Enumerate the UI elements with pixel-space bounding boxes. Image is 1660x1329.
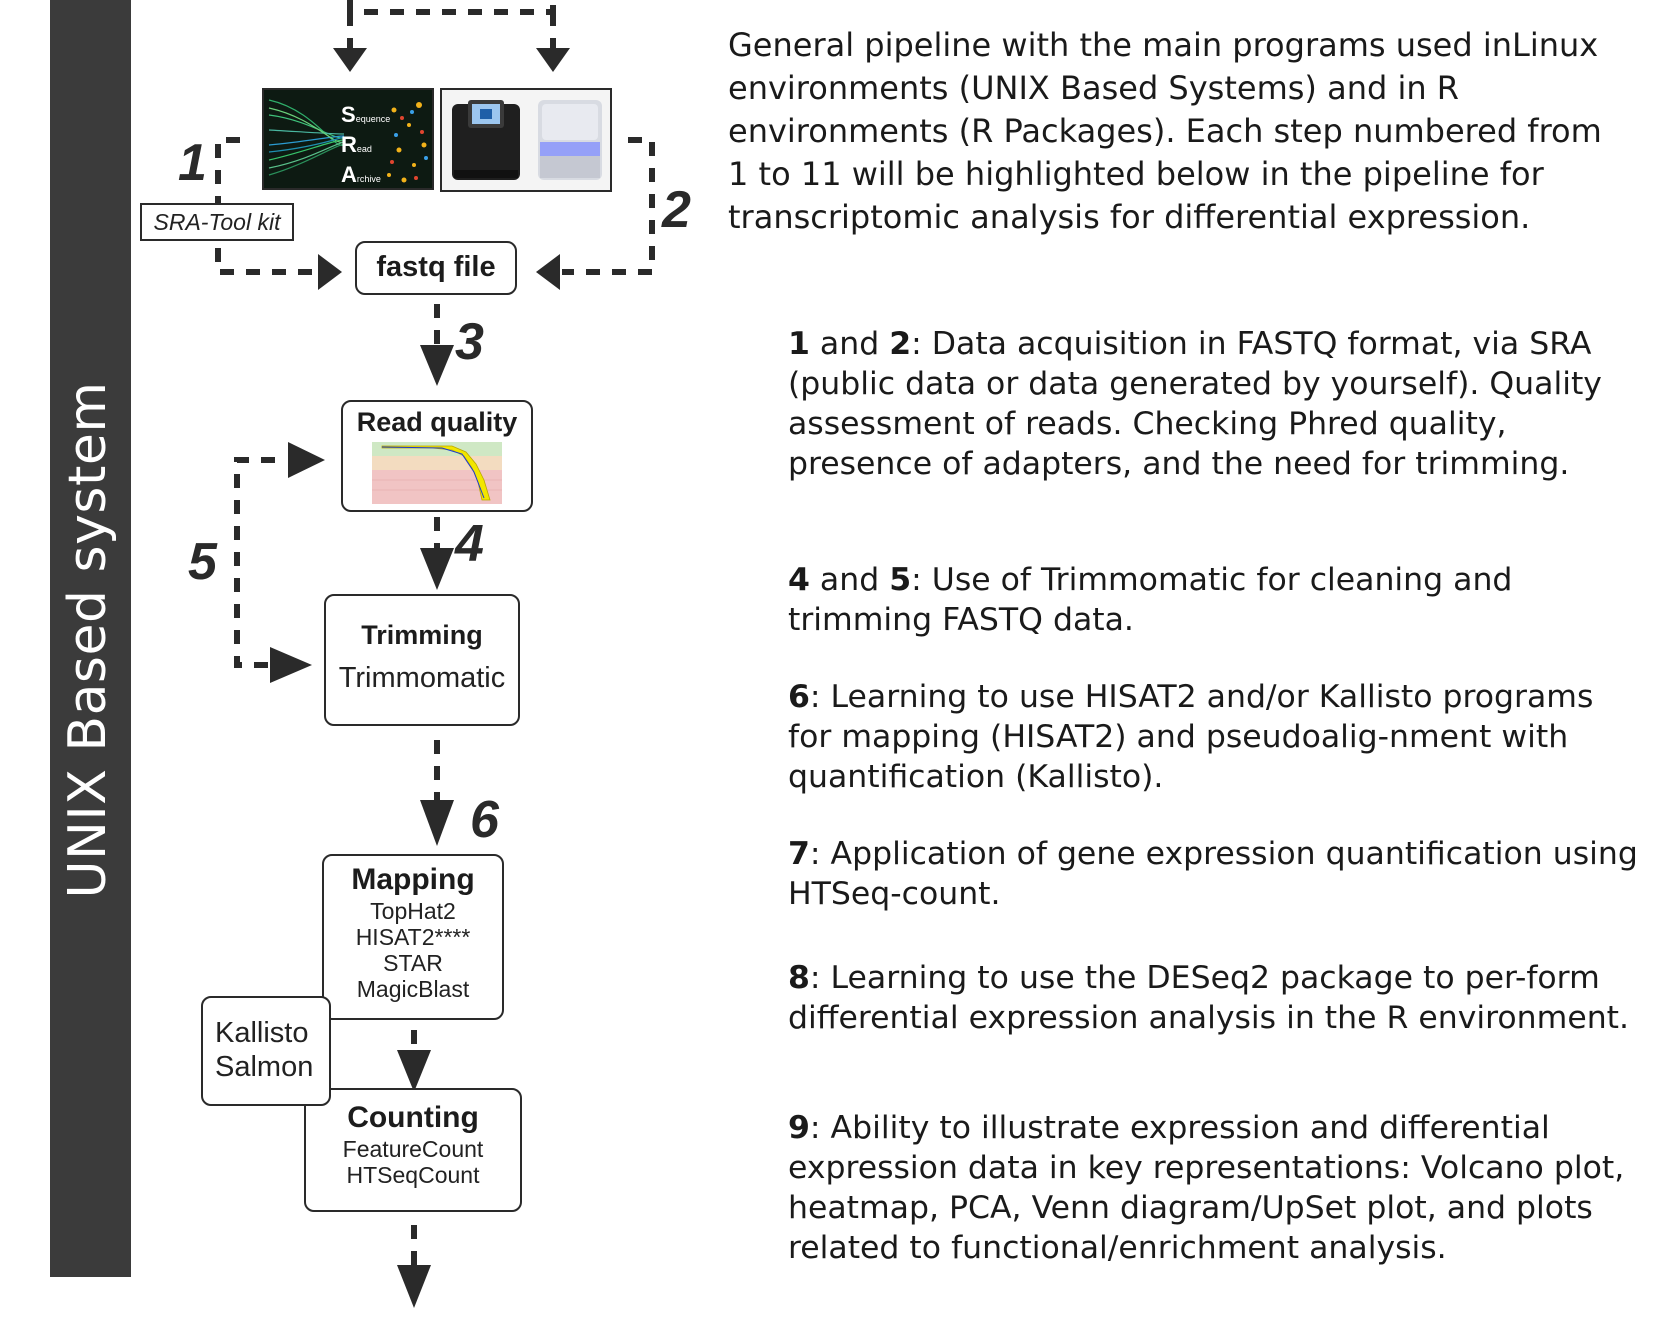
sra-toolkit-label: SRA-Tool kit	[140, 203, 294, 241]
arrowhead-step1	[318, 254, 342, 290]
sra-letter-r: R	[341, 132, 357, 157]
arrowhead-7	[397, 1050, 431, 1092]
item-joiner: and	[809, 326, 890, 362]
sra-logo-graphic	[264, 90, 432, 188]
arrowhead-5b	[270, 647, 312, 683]
mapping-box: Mapping TopHat2 HISAT2**** STAR MagicBla…	[322, 854, 504, 1020]
arrowhead-5a	[288, 442, 325, 478]
step2-connector	[562, 137, 655, 275]
arrowhead-3	[420, 345, 454, 386]
sra-logo-image: Sequence Read Archive	[262, 88, 434, 190]
trimming-box: Trimming Trimmomatic	[324, 594, 520, 726]
item-num-b: 5	[889, 562, 912, 598]
item-text: : Use of Trimmomatic for cleaning and tr…	[788, 562, 1513, 638]
counting-tool-featurecount: FeatureCount	[342, 1136, 484, 1162]
arrowhead-step2	[536, 254, 560, 290]
fastq-file-box: fastq file	[355, 241, 517, 295]
item-num-b: 2	[889, 326, 912, 362]
step-number-5: 5	[188, 533, 217, 591]
read-quality-plot	[372, 442, 502, 504]
description-item-8: 8: Learning to use the DESeq2 package to…	[788, 958, 1638, 1038]
mapping-tool-hisat2: HISAT2****	[355, 924, 471, 950]
pseudo-tool-kallisto: Kallisto	[215, 1017, 309, 1049]
sidebar-bar	[50, 0, 131, 1277]
counting-box: Counting FeatureCount HTSeqCount	[304, 1088, 522, 1212]
counting-tool-htseqcount: HTSeqCount	[346, 1162, 480, 1188]
mapping-title: Mapping	[351, 863, 475, 896]
item-num-a: 6	[788, 679, 810, 715]
sra-word-sequence: equence	[355, 114, 391, 124]
description-item-7: 7: Application of gene expression quanti…	[788, 834, 1638, 914]
item-num-a: 4	[788, 562, 810, 598]
item-text: : Learning to use the DESeq2 package to …	[788, 960, 1630, 1036]
step-number-2: 2	[662, 181, 691, 239]
item-text: : Learning to use HISAT2 and/or Kallisto…	[788, 679, 1594, 795]
arrowhead-out	[397, 1265, 431, 1308]
item-joiner: and	[809, 562, 890, 598]
arrowhead-sra	[333, 48, 367, 72]
sra-letter-s: S	[341, 102, 356, 127]
item-num-a: 8	[788, 960, 810, 996]
read-quality-box: Read quality	[341, 400, 533, 512]
item-num-a: 9	[788, 1110, 810, 1146]
sra-logo-text: Sequence Read Archive	[341, 102, 391, 188]
pipeline-intro: General pipeline with the main programs …	[728, 26, 1602, 236]
trimming-tool: Trimmomatic	[338, 662, 506, 694]
trimming-title: Trimming	[361, 620, 483, 650]
sra-letter-a: A	[341, 162, 357, 187]
step-number-6: 6	[470, 791, 499, 849]
step-number-3: 3	[455, 313, 484, 371]
pseudo-tool-salmon: Salmon	[215, 1051, 314, 1083]
description-item-6: 6: Learning to use HISAT2 and/or Kallist…	[788, 677, 1638, 797]
item-text: : Application of gene expression quantif…	[788, 836, 1638, 912]
description-item-1-2: 1 and 2: Data acquisition in FASTQ forma…	[788, 324, 1638, 484]
arrowhead-6	[420, 800, 454, 846]
fastq-file-title: fastq file	[376, 251, 496, 283]
read-quality-title: Read quality	[356, 407, 518, 437]
sra-word-read: ead	[356, 144, 372, 154]
description-item-9: 9: Ability to illustrate expression and …	[788, 1108, 1638, 1268]
sra-word-archive: rchive	[356, 174, 381, 184]
arrowhead-sequencers	[536, 48, 570, 72]
counting-title: Counting	[347, 1101, 479, 1134]
sequencer-image	[440, 88, 612, 192]
description-item-4-5: 4 and 5: Use of Trimmomatic for cleaning…	[788, 560, 1638, 640]
step5-loop	[234, 457, 275, 668]
item-num-a: 1	[788, 326, 810, 362]
step-number-1: 1	[178, 134, 207, 192]
mapping-tool-star: STAR	[383, 950, 443, 976]
top-connector	[347, 0, 556, 15]
sequencer-graphic	[442, 90, 610, 190]
item-num-a: 7	[788, 836, 810, 872]
mapping-tool-tophat2: TopHat2	[370, 898, 456, 924]
arrowhead-4	[420, 548, 454, 590]
step-number-4: 4	[455, 515, 484, 573]
item-text: : Ability to illustrate expression and d…	[788, 1110, 1625, 1266]
item-text: : Data acquisition in FASTQ format, via …	[788, 326, 1602, 482]
pseudoalignment-box: Kallisto Salmon	[201, 996, 331, 1106]
mapping-tool-magicblast: MagicBlast	[356, 976, 470, 1002]
